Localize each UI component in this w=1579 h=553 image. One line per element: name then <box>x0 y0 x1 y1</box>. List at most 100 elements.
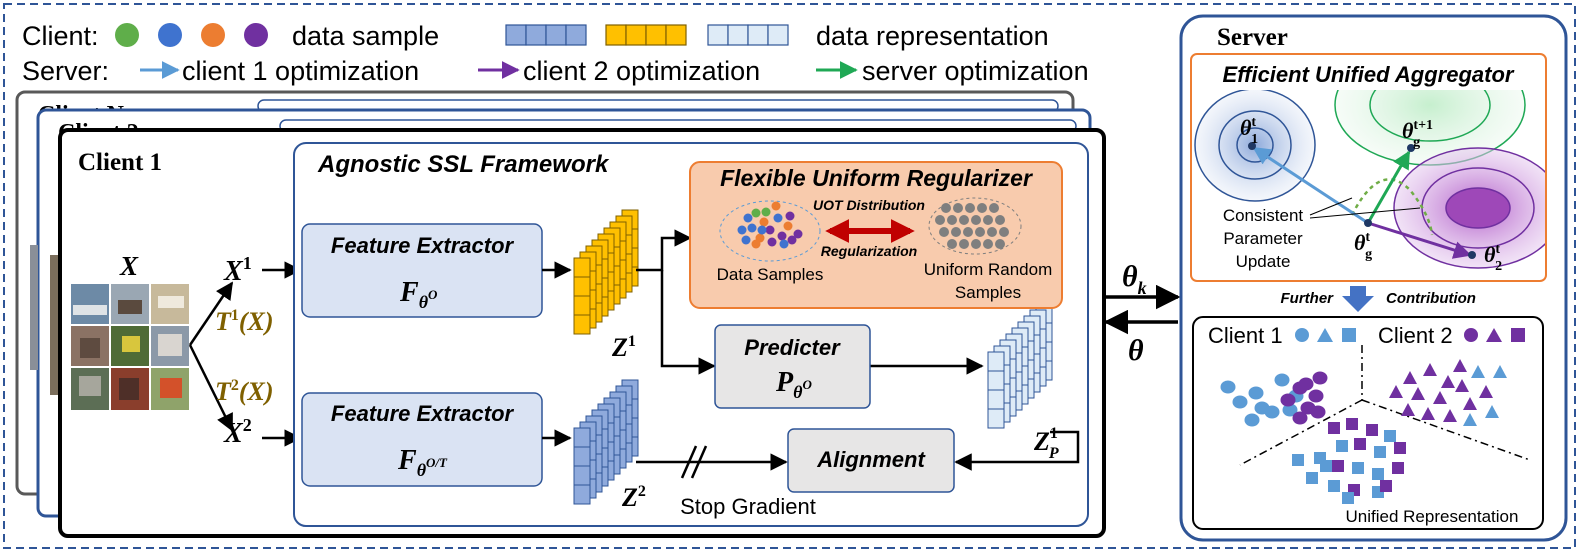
representation-circle <box>1248 386 1264 400</box>
legend-repr-blue <box>505 24 587 46</box>
representation-triangle <box>1463 413 1477 426</box>
representation-triangle <box>1443 409 1457 422</box>
representation-square <box>1366 424 1378 436</box>
representation-triangle <box>1471 365 1485 378</box>
uniform-sample-dot <box>983 215 993 225</box>
stop-gradient-mark-1 <box>680 445 698 479</box>
cifar-image-grid <box>71 284 189 410</box>
t1-label: T1(X) <box>215 307 274 336</box>
fe1-title: Feature Extractor <box>331 233 515 258</box>
uniform-sample-dot <box>989 203 999 213</box>
representation-circle <box>1310 405 1326 419</box>
data-sample-dot <box>751 239 761 249</box>
consistent-update-dotted-curve <box>1350 178 1434 236</box>
zp-cell <box>987 351 1005 372</box>
data-sample-dot <box>777 231 787 241</box>
uniform-sample-dot <box>953 203 963 213</box>
uniform-random-label: Uniform Random <box>924 260 1053 279</box>
data-sample-dot <box>771 201 781 211</box>
representation-square <box>1352 462 1364 474</box>
uniform-sample-dot <box>947 215 957 225</box>
uniform-samples-cluster <box>928 197 1022 255</box>
rep-client2-triangle-icon <box>1486 328 1502 342</box>
data-sample-dot <box>785 211 795 221</box>
representation-circle <box>1298 377 1314 391</box>
legend-sample-dots <box>115 23 268 47</box>
rep-client1-square-icon <box>1342 328 1356 342</box>
legend-server-label: Server: <box>22 56 109 86</box>
aggregator-title: Efficient Unified Aggregator <box>1223 62 1515 87</box>
representation-circle <box>1280 393 1296 407</box>
uniform-sample-dot <box>995 215 1005 225</box>
data-sample-dot <box>743 213 753 223</box>
fe1-symbol: FθO <box>399 277 438 312</box>
legend-client1-opt: client 1 optimization <box>182 56 419 86</box>
input-x-label: X <box>119 251 139 281</box>
representation-square <box>1292 454 1304 466</box>
fe2-symbol: FθO/T <box>397 445 448 480</box>
z2-cell <box>573 427 591 448</box>
uniform-sample-dot <box>965 203 975 213</box>
uniform-sample-dot <box>935 215 945 225</box>
z1-label: Z1 <box>611 333 636 362</box>
rep-client1-circle-icon <box>1295 328 1309 342</box>
representation-triangle <box>1493 365 1507 378</box>
representation-triangle <box>1479 385 1493 398</box>
uniform-sample-dot <box>941 203 951 213</box>
representation-square <box>1342 492 1354 504</box>
feature-extractor-2 <box>301 392 543 487</box>
legend-server-opt: server optimization <box>862 56 1089 86</box>
representation-circle <box>1264 405 1280 419</box>
rep-client1-label: Client 1 <box>1208 323 1283 348</box>
representation-triangle <box>1421 407 1435 420</box>
uniform-sample-dot <box>959 239 969 249</box>
representation-triangle <box>1485 405 1499 418</box>
z1-cell <box>573 257 591 278</box>
representation-triangle <box>1401 403 1415 416</box>
uniform-sample-dot <box>977 203 987 213</box>
representation-triangle <box>1389 385 1403 398</box>
uniform-sample-dot <box>987 227 997 237</box>
representation-triangle <box>1453 359 1467 372</box>
z2-cell <box>573 465 591 486</box>
legend-data-sample: data sample <box>292 21 439 51</box>
data-sample-dot <box>761 207 771 217</box>
data-sample-dot <box>751 208 761 218</box>
predicter-box <box>714 324 871 409</box>
x2-label: X2 <box>223 415 252 449</box>
representation-square <box>1372 468 1384 480</box>
data-sample-dot <box>787 235 797 245</box>
z2-label: Z2 <box>621 483 646 512</box>
representation-circle <box>1308 389 1324 403</box>
zp-tensor <box>987 303 1053 429</box>
representation-square <box>1354 438 1366 450</box>
representation-circle <box>1274 373 1290 387</box>
uniform-sample-dots <box>935 203 1009 249</box>
representation-square <box>1392 462 1404 474</box>
data-sample-dot <box>765 225 775 235</box>
data-sample-dot <box>737 225 747 235</box>
uniform-sample-dot <box>971 239 981 249</box>
representation-square <box>1328 480 1340 492</box>
uniform-sample-dot <box>983 239 993 249</box>
uniform-sample-dot <box>971 215 981 225</box>
theta-label: θ <box>1128 334 1144 367</box>
representation-square <box>1336 440 1348 452</box>
data-sample-dot <box>779 239 789 249</box>
fe2-title: Feature Extractor <box>331 401 515 426</box>
theta2-point <box>1468 251 1476 259</box>
rep-client2-circle-icon <box>1464 328 1478 342</box>
loss-contours <box>1194 90 1545 269</box>
representation-triangle <box>1455 379 1469 392</box>
data-sample-dot <box>767 237 777 247</box>
representation-triangle <box>1423 363 1437 376</box>
representation-circle <box>1232 395 1248 409</box>
uniform-sample-dot <box>951 227 961 237</box>
consistent-label-1: Consistent <box>1223 206 1304 225</box>
regularization-label: Regularization <box>821 243 917 259</box>
z1-to-predicter-arrow <box>660 270 716 375</box>
